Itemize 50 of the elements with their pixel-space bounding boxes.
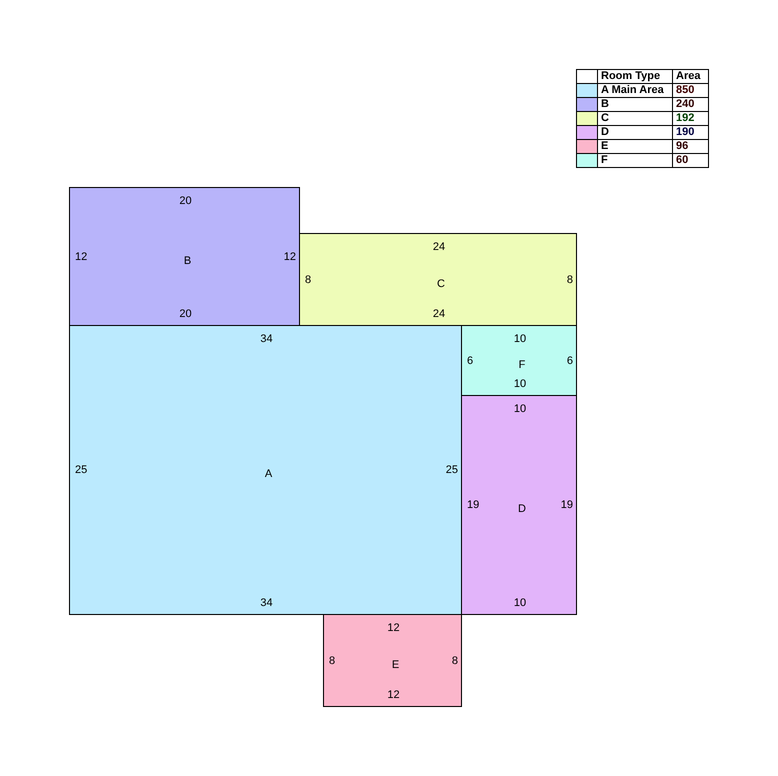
dimension-label: 10	[514, 378, 526, 391]
dimension-label: 6	[467, 354, 474, 368]
area-value: 190	[672, 126, 708, 140]
dimension-label: 8	[305, 274, 312, 286]
dimension-label: 10	[514, 597, 526, 610]
dimension-label: 12	[284, 250, 296, 264]
room-area	[323, 614, 462, 707]
dimension-label: 12	[387, 689, 400, 702]
dimension-label: 20	[179, 308, 192, 321]
dimension-label: 25	[75, 464, 88, 477]
dimension-label: 12	[387, 622, 400, 635]
room-area	[69, 187, 300, 326]
dimension-label: 6	[566, 354, 573, 368]
dimension-label: 12	[75, 250, 88, 264]
legend-label: B	[598, 98, 672, 112]
dimension-label: 8	[452, 654, 458, 668]
room-area	[461, 395, 577, 615]
room-area	[69, 325, 462, 615]
dimension-label: 34	[260, 597, 273, 610]
room-area	[461, 325, 577, 396]
dimension-label: 24	[432, 308, 446, 321]
dimension-label: 19	[560, 499, 573, 512]
area-value: 240	[672, 98, 708, 112]
dimension-label: 24	[432, 241, 446, 254]
room-area	[299, 233, 577, 326]
room-label: C	[437, 278, 445, 290]
legend-label: E	[598, 140, 672, 154]
area-value: 850	[672, 84, 708, 98]
dimension-label: 10	[514, 403, 526, 416]
dimension-label: 8	[329, 654, 336, 668]
legend-label: D	[598, 126, 672, 140]
dimension-label: 19	[467, 499, 480, 512]
room-label: E	[392, 658, 400, 672]
dimension-label: 20	[179, 195, 192, 208]
table-header: Room Type	[598, 70, 672, 84]
room-label: A	[264, 468, 272, 481]
dimension-label: 34	[260, 333, 273, 346]
legend-label: F	[598, 154, 672, 168]
legend-label: A Main Area	[598, 84, 672, 98]
table-header: Area	[672, 70, 708, 84]
room-label: B	[184, 254, 192, 268]
legend-label: C	[598, 112, 672, 126]
room-label: F	[518, 358, 526, 372]
dimension-label: 10	[514, 333, 526, 346]
area-value: 192	[672, 112, 708, 126]
area-value: 60	[672, 154, 708, 168]
dimension-label: 25	[446, 464, 458, 477]
room-label: D	[518, 503, 526, 516]
dimension-label: 8	[566, 274, 573, 286]
area-value: 96	[672, 140, 708, 154]
